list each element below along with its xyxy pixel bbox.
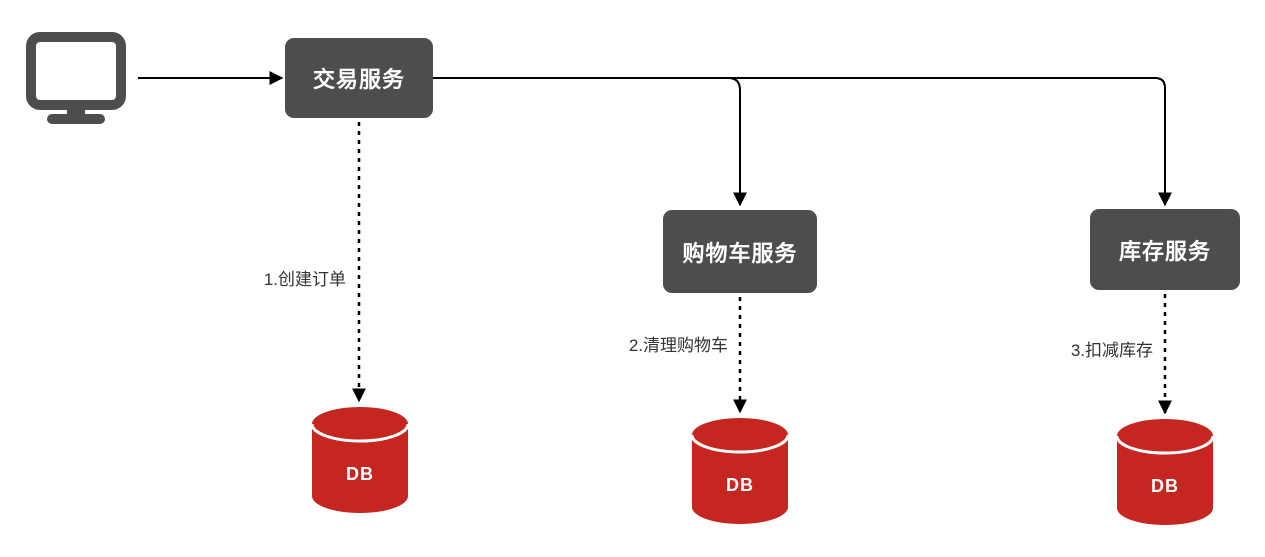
- node-cart-service-label: 购物车服务: [682, 240, 798, 266]
- database-icon: [310, 407, 410, 513]
- node-transaction-service-label: 交易服务: [312, 67, 405, 92]
- db-cylinder-3: DB: [1115, 419, 1215, 525]
- edge-transaction-to-inventory: [433, 77, 1172, 207]
- db-label: DB: [346, 464, 374, 484]
- node-cart-service: 购物车服务: [663, 210, 817, 293]
- db-label: DB: [1151, 476, 1179, 496]
- edge-transaction-to-cart: [727, 77, 747, 207]
- db-label: DB: [726, 475, 754, 495]
- database-icon: [690, 418, 790, 524]
- node-inventory-service-label: 库存服务: [1118, 238, 1211, 264]
- db-cylinder-1: DB: [310, 407, 410, 513]
- edge-label-clear-cart: 2.清理购物车: [628, 336, 728, 355]
- db-cylinder-2: DB: [690, 418, 790, 524]
- node-inventory-service: 库存服务: [1090, 209, 1240, 290]
- node-transaction-service: 交易服务: [285, 38, 433, 118]
- edge-label-create-order: 1.创建订单: [263, 270, 346, 289]
- edge-label-deduct-inventory: 3.扣减库存: [1070, 341, 1153, 360]
- database-icon: [1115, 419, 1215, 525]
- monitor-icon: [26, 32, 126, 124]
